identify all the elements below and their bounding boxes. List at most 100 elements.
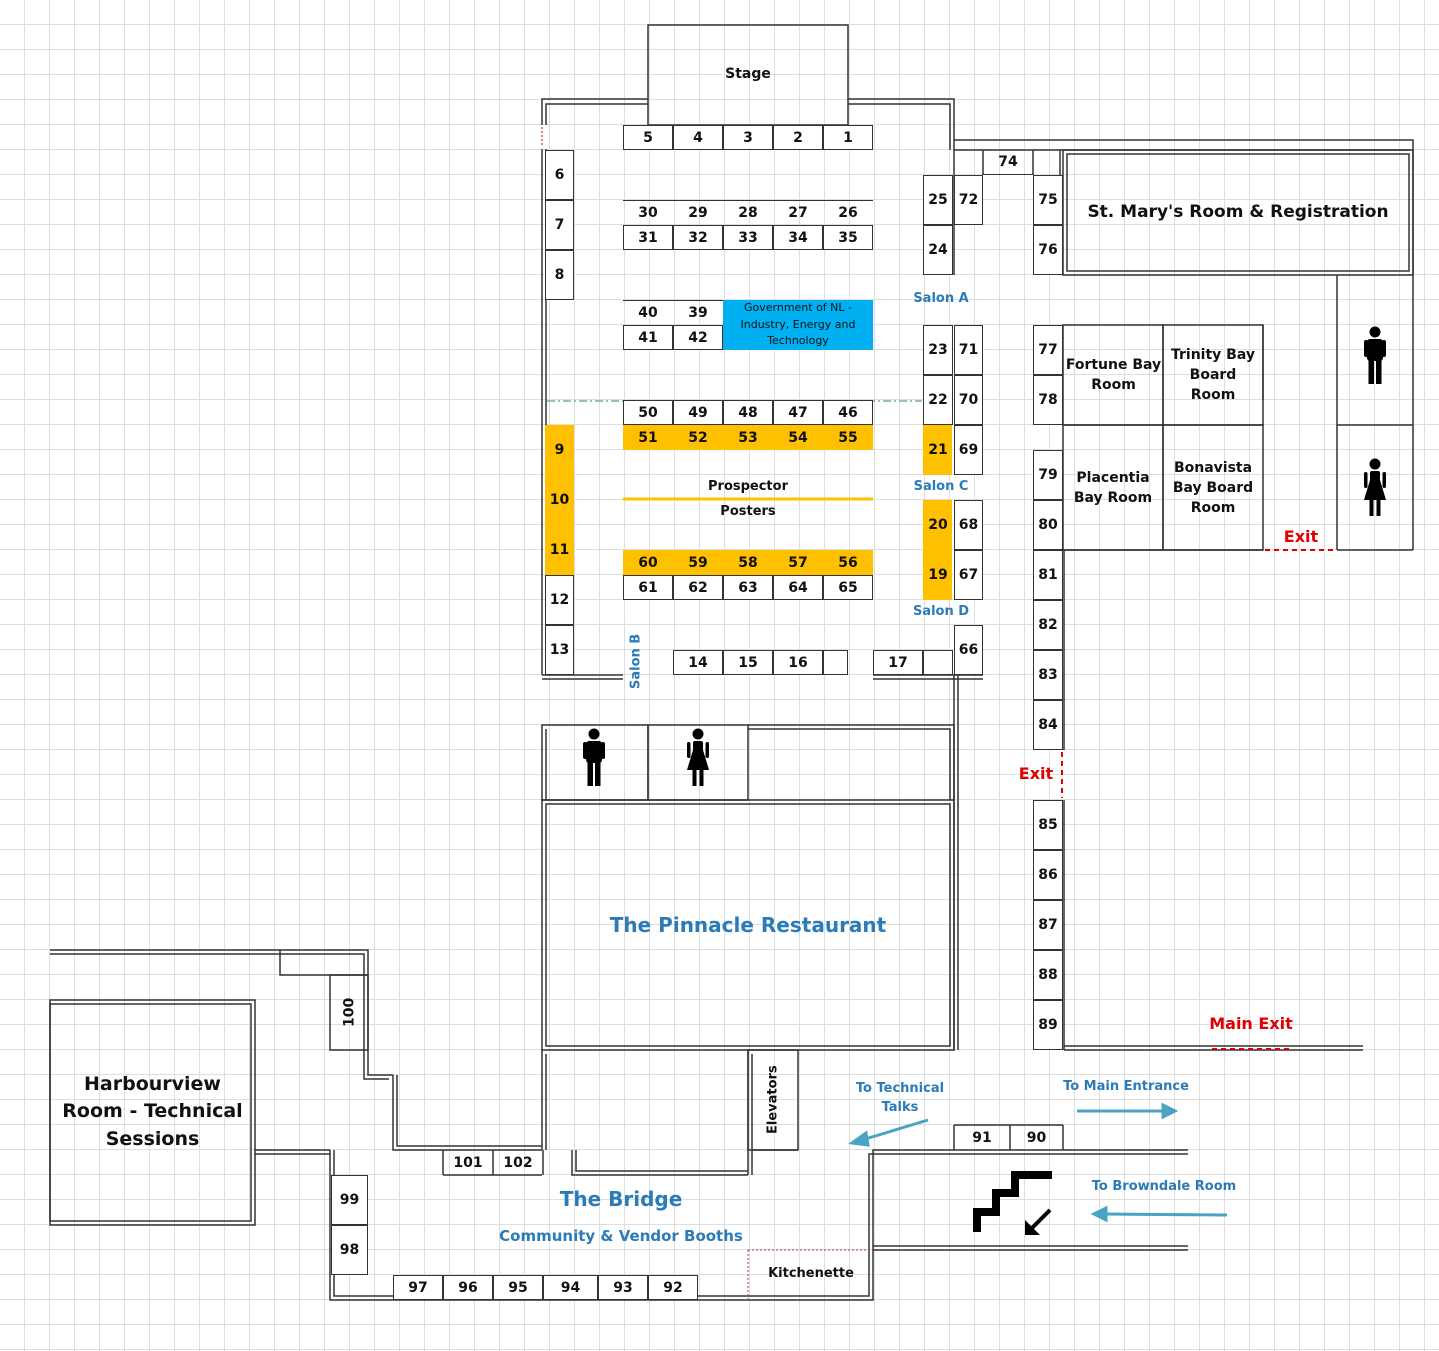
booth-46[interactable]: 46 <box>823 400 873 425</box>
booth-67[interactable]: 67 <box>954 550 983 600</box>
government-booth[interactable]: Government of NL - Industry, Energy and … <box>723 300 873 350</box>
booth-30[interactable]: 30 <box>623 200 673 225</box>
placentia-bay-room-label[interactable]: Placentia Bay Room <box>1073 469 1153 506</box>
booth-71[interactable]: 71 <box>954 325 983 375</box>
booth-2[interactable]: 2 <box>773 125 823 150</box>
booth-100[interactable]: 100 <box>341 997 358 1028</box>
booth-68[interactable]: 68 <box>954 500 983 550</box>
booth-51[interactable]: 51 <box>623 425 673 450</box>
booth-101[interactable]: 101 <box>453 1154 483 1171</box>
booth-28[interactable]: 28 <box>723 200 773 225</box>
booth-80[interactable]: 80 <box>1033 500 1063 550</box>
booth-93[interactable]: 93 <box>598 1275 648 1300</box>
booth-102[interactable]: 102 <box>503 1154 533 1171</box>
booth-8[interactable]: 8 <box>545 250 574 300</box>
booth-14[interactable]: 14 <box>673 650 723 675</box>
booth-52[interactable]: 52 <box>673 425 723 450</box>
booth-16[interactable]: 16 <box>773 650 823 675</box>
booth-29[interactable]: 29 <box>673 200 723 225</box>
booth-64[interactable]: 64 <box>773 575 823 600</box>
booth-69[interactable]: 69 <box>954 425 983 475</box>
booth-56[interactable]: 56 <box>823 550 873 575</box>
booth-92[interactable]: 92 <box>648 1275 698 1300</box>
booth-26[interactable]: 26 <box>823 200 873 225</box>
booth-50[interactable]: 50 <box>623 400 673 425</box>
booth-85[interactable]: 85 <box>1033 800 1063 850</box>
booth-86[interactable]: 86 <box>1033 850 1063 900</box>
booth-77[interactable]: 77 <box>1033 325 1063 375</box>
the-bridge-label[interactable]: The Bridge <box>559 1186 683 1211</box>
booth-65[interactable]: 65 <box>823 575 873 600</box>
booth-49[interactable]: 49 <box>673 400 723 425</box>
booth-59[interactable]: 59 <box>673 550 723 575</box>
booth-87[interactable]: 87 <box>1033 900 1063 950</box>
booth-17[interactable]: 17 <box>873 650 923 675</box>
booth-94[interactable]: 94 <box>543 1275 598 1300</box>
booth-31[interactable]: 31 <box>623 225 673 250</box>
booth-72[interactable]: 72 <box>954 175 983 225</box>
booth-82[interactable]: 82 <box>1033 600 1063 650</box>
booth-88[interactable]: 88 <box>1033 950 1063 1000</box>
booth-70[interactable]: 70 <box>954 375 983 425</box>
pinnacle-restaurant-label[interactable]: The Pinnacle Restaurant <box>609 912 887 937</box>
booth-61[interactable]: 61 <box>623 575 673 600</box>
booth-23[interactable]: 23 <box>923 325 953 375</box>
booth-42[interactable]: 42 <box>673 325 723 350</box>
booth-27[interactable]: 27 <box>773 200 823 225</box>
booth-83[interactable]: 83 <box>1033 650 1063 700</box>
harbourview-room-label[interactable]: Harbourview Room - Technical Sessions <box>62 1072 243 1150</box>
bonavista-bay-board-room-label[interactable]: Bonavista Bay Board Room <box>1172 459 1254 517</box>
booth-41[interactable]: 41 <box>623 325 673 350</box>
booth-89[interactable]: 89 <box>1033 1000 1063 1050</box>
booth-9[interactable]: 9 <box>554 442 565 458</box>
booth-96[interactable]: 96 <box>443 1275 493 1300</box>
booth-75[interactable]: 75 <box>1033 175 1063 225</box>
booth-62[interactable]: 62 <box>673 575 723 600</box>
kitchenette-label[interactable]: Kitchenette <box>768 1265 854 1281</box>
booth-99[interactable]: 99 <box>331 1175 368 1225</box>
fortune-bay-room-label[interactable]: Fortune Bay Room <box>1065 356 1162 393</box>
booth-24[interactable]: 24 <box>923 225 953 275</box>
booth-10[interactable]: 10 <box>549 492 570 508</box>
st-marys-room-label[interactable]: St. Mary's Room & Registration <box>1087 201 1389 222</box>
booth-90[interactable]: 90 <box>1026 1129 1047 1146</box>
stairs-icon[interactable] <box>972 1170 1057 1236</box>
booth-21[interactable]: 21 <box>928 442 948 458</box>
booth-6[interactable]: 6 <box>545 150 574 200</box>
booth-84[interactable]: 84 <box>1033 700 1063 750</box>
booth-63[interactable]: 63 <box>723 575 773 600</box>
booth-66[interactable]: 66 <box>954 625 983 675</box>
booth-79[interactable]: 79 <box>1033 450 1063 500</box>
trinity-bay-board-room-label[interactable]: Trinity Bay Board Room <box>1171 346 1255 404</box>
booth-11[interactable]: 11 <box>549 542 570 558</box>
elevators-label[interactable]: Elevators <box>765 1065 781 1135</box>
booth-58[interactable]: 58 <box>723 550 773 575</box>
booth-20[interactable]: 20 <box>928 517 948 533</box>
booth-53[interactable]: 53 <box>723 425 773 450</box>
booth-5[interactable]: 5 <box>623 125 673 150</box>
booth-7[interactable]: 7 <box>545 200 574 250</box>
booth-32[interactable]: 32 <box>673 225 723 250</box>
booth-1[interactable]: 1 <box>823 125 873 150</box>
booth-3[interactable]: 3 <box>723 125 773 150</box>
booth-81[interactable]: 81 <box>1033 550 1063 600</box>
booth-78[interactable]: 78 <box>1033 375 1063 425</box>
booth-13[interactable]: 13 <box>545 625 574 675</box>
booth-95[interactable]: 95 <box>493 1275 543 1300</box>
booth-48[interactable]: 48 <box>723 400 773 425</box>
booth-4[interactable]: 4 <box>673 125 723 150</box>
booth-22[interactable]: 22 <box>923 375 953 425</box>
booth-12[interactable]: 12 <box>545 575 574 625</box>
booth-39[interactable]: 39 <box>673 300 723 325</box>
booth-97[interactable]: 97 <box>393 1275 443 1300</box>
booth-47[interactable]: 47 <box>773 400 823 425</box>
booth-35[interactable]: 35 <box>823 225 873 250</box>
booth-55[interactable]: 55 <box>823 425 873 450</box>
booth-98[interactable]: 98 <box>331 1225 368 1275</box>
booth-91[interactable]: 91 <box>972 1129 992 1146</box>
booth-15[interactable]: 15 <box>723 650 773 675</box>
booth-60[interactable]: 60 <box>623 550 673 575</box>
booth-25[interactable]: 25 <box>923 175 953 225</box>
booth-34[interactable]: 34 <box>773 225 823 250</box>
booth-33[interactable]: 33 <box>723 225 773 250</box>
